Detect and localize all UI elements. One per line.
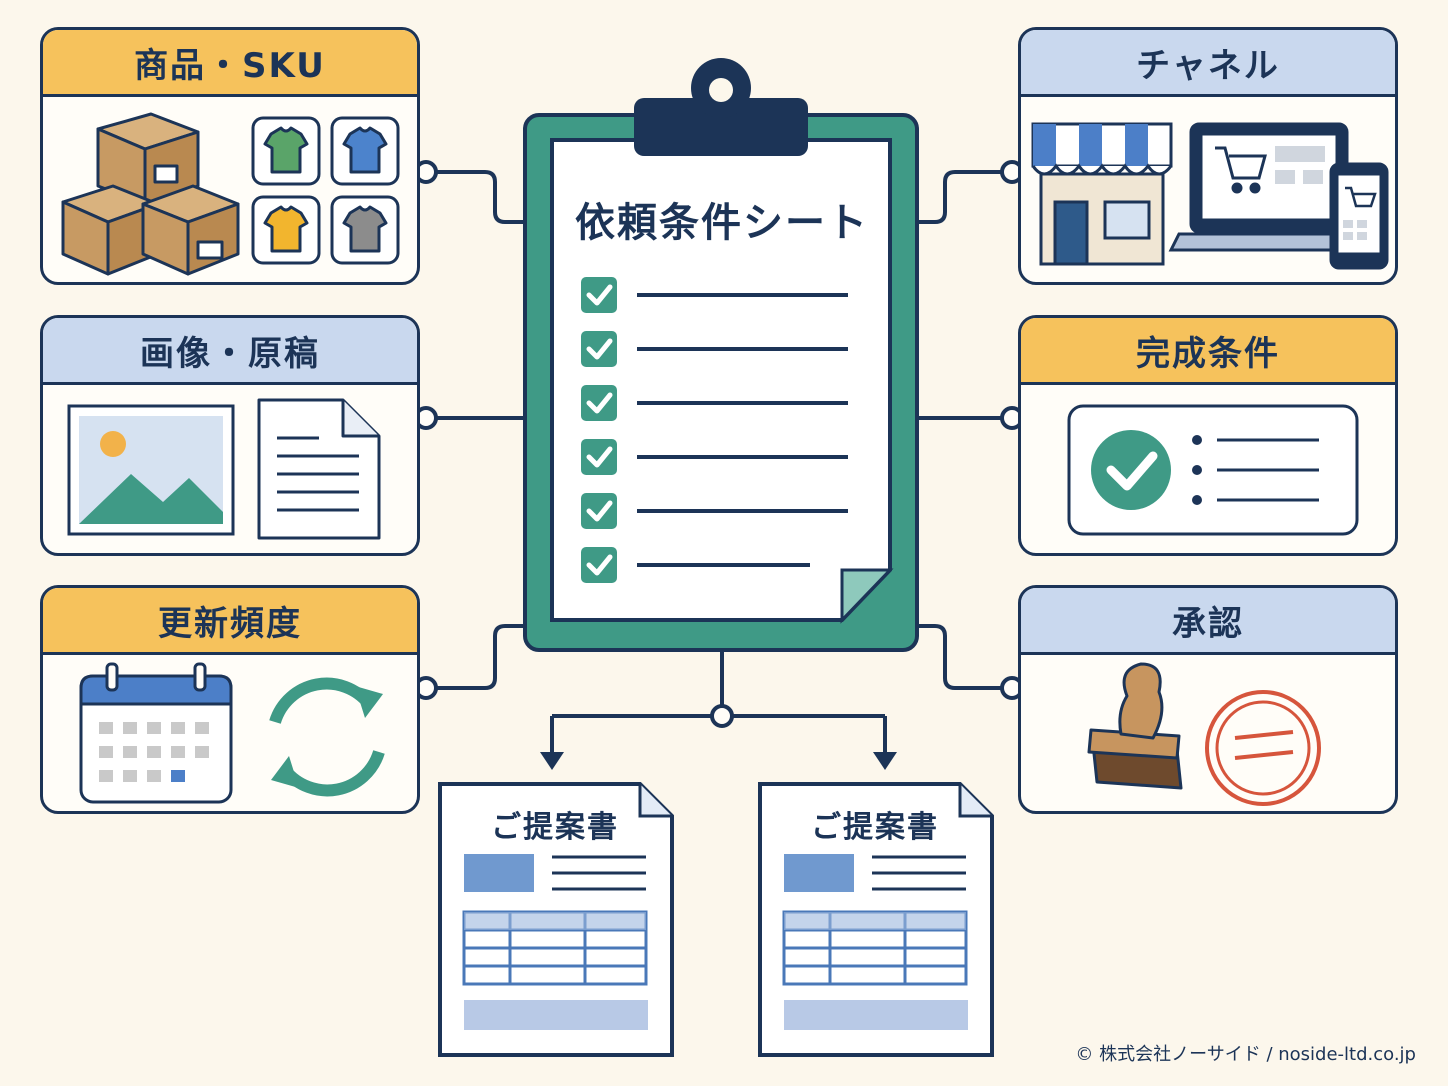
panel-sku: 商品・SKU — [40, 27, 420, 285]
checklist-item — [581, 493, 848, 529]
checkbox-icon — [581, 547, 617, 583]
check-circle-icon — [1091, 430, 1171, 510]
check-mark-icon — [586, 392, 613, 414]
panel-approval: 承認 — [1018, 585, 1398, 814]
panel-image: 画像・原稿 — [40, 315, 420, 556]
panel-approval-title: 承認 — [1021, 588, 1395, 655]
checklist-item — [581, 439, 848, 475]
seal-icon — [1205, 690, 1321, 806]
check-mark-icon — [586, 338, 613, 360]
connector-update — [426, 624, 525, 690]
check-mark-icon — [586, 500, 613, 522]
checklist-item — [581, 385, 848, 421]
storefront-icon — [1031, 122, 1173, 266]
checkbox-icon — [581, 439, 617, 475]
checkbox-icon — [581, 277, 617, 313]
sheet-title: 依頼条件シート — [575, 200, 869, 246]
panel-update: 更新頻度 — [40, 585, 420, 814]
check-mark-icon — [586, 446, 613, 468]
checklist — [581, 277, 848, 583]
proposal-document-2 — [758, 782, 994, 1057]
image-icon — [67, 404, 235, 536]
panel-channel-title: チャネル — [1021, 30, 1395, 97]
connector-dot — [710, 704, 734, 728]
connector-sku — [426, 170, 525, 224]
proposal-title-2: ご提案書 — [811, 810, 939, 845]
check-mark-icon — [586, 284, 613, 306]
connector-channel — [918, 170, 1012, 224]
panel-image-title: 画像・原稿 — [43, 318, 417, 385]
panel-complete: 完成条件 — [1018, 315, 1398, 556]
document-icon — [257, 398, 381, 540]
panel-update-title: 更新頻度 — [43, 588, 417, 655]
calendar-icon — [79, 662, 233, 804]
laptop-cart-icon — [1168, 122, 1370, 252]
checklist-item — [581, 547, 810, 583]
box-stack-icon — [61, 112, 240, 276]
checkbox-icon — [581, 493, 617, 529]
checklist-item — [581, 331, 848, 367]
copyright: © 株式会社ノーサイド / noside-ltd.co.jp — [1075, 1044, 1416, 1065]
proposal-title-1: ご提案書 — [491, 810, 619, 845]
smartphone-cart-icon — [1329, 162, 1389, 270]
clipboard-icon — [523, 58, 919, 652]
panel-complete-title: 完成条件 — [1021, 318, 1395, 385]
stamp-icon — [1087, 662, 1183, 790]
panel-channel: チャネル — [1018, 27, 1398, 285]
panel-sku-title: 商品・SKU — [43, 30, 417, 97]
checklist-item — [581, 277, 848, 313]
checkbox-icon — [581, 331, 617, 367]
tshirt-icon — [251, 116, 400, 265]
connector-approval — [918, 624, 1012, 690]
checkbox-icon — [581, 385, 617, 421]
bullet-list-icon — [1192, 435, 1319, 505]
check-mark-icon — [586, 554, 613, 576]
proposal-document-1 — [438, 782, 674, 1057]
